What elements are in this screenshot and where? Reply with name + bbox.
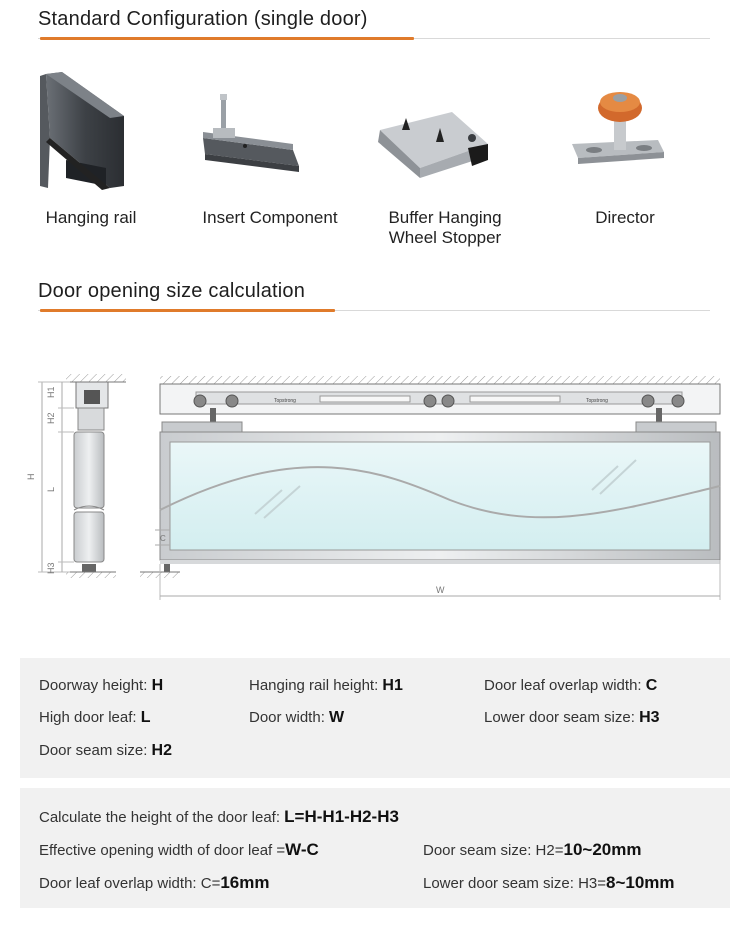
- def-door-seam: Door seam size: H2: [39, 742, 172, 759]
- product-label: Hanging rail: [45, 208, 137, 227]
- section-title-door-opening: Door opening size calculation: [38, 280, 306, 302]
- def-door-width: Door width: W: [249, 709, 345, 726]
- product-director: Director: [540, 68, 710, 227]
- def-hanging-rail-height: Hanging rail height: H1: [249, 677, 403, 694]
- formulas-panel: Calculate the height of the door leaf: L…: [20, 788, 730, 908]
- formula-leaf-height: Calculate the height of the door leaf: L…: [39, 807, 399, 826]
- section-accent-bar: [40, 37, 414, 40]
- definitions-panel: Doorway height: H Hanging rail height: H…: [20, 658, 730, 778]
- label-c: C: [160, 534, 166, 543]
- def-doorway-height: Doorway height: H: [39, 677, 164, 694]
- insert-component-image: [203, 94, 299, 172]
- side-view: H1 H2 H L H3: [26, 374, 126, 578]
- director-image: [572, 92, 664, 164]
- product-label: Director: [595, 208, 655, 227]
- def-high-door-leaf: High door leaf: L: [39, 709, 151, 726]
- label-h: H: [26, 474, 36, 481]
- formula-lower-seam: Lower door seam size: H3=8~10mm: [423, 873, 675, 892]
- product-label: Insert Component: [202, 208, 338, 227]
- brand-text: Topstrong: [274, 398, 296, 404]
- label-h2: H2: [46, 412, 56, 424]
- label-h3: H3: [46, 562, 56, 574]
- label-h1: H1: [46, 386, 56, 398]
- def-overlap-width: Door leaf overlap width: C: [484, 677, 658, 694]
- buffer-stopper-image: [378, 112, 488, 178]
- product-label: Buffer Hanging Wheel Stopper: [388, 208, 502, 247]
- brand-text: Topstrong: [586, 398, 608, 404]
- label-w: W: [436, 585, 445, 595]
- hanging-rail-image: [40, 72, 124, 190]
- formula-overlap: Door leaf overlap width: C=16mm: [39, 873, 270, 892]
- formula-effective-width: Effective opening width of door leaf =W-…: [39, 840, 319, 859]
- def-lower-seam: Lower door seam size: H3: [484, 709, 660, 726]
- product-hanging-rail: Hanging rail: [6, 68, 176, 227]
- front-view: Topstrong Topstrong C W: [140, 376, 721, 600]
- product-insert-component: Insert Component: [185, 68, 355, 227]
- product-buffer-hanging-wheel-stopper: Buffer Hanging Wheel Stopper: [360, 68, 530, 247]
- door-opening-diagram: H1 H2 H L H3 Topstrong Topstrong: [26, 374, 721, 600]
- section-divider: [38, 310, 710, 311]
- label-l: L: [46, 487, 56, 492]
- section-title-standard-configuration: Standard Configuration (single door): [38, 8, 368, 30]
- section-accent-bar: [40, 309, 335, 312]
- formula-door-seam: Door seam size: H2=10~20mm: [423, 840, 642, 859]
